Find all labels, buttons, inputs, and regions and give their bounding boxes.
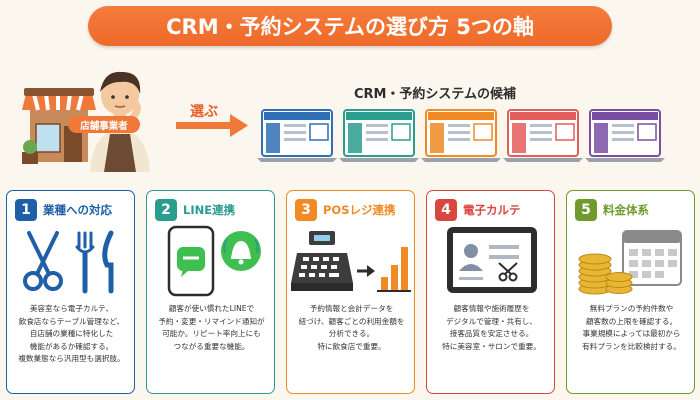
card-text: 顧客が使い慣れたLINEで予約・変更・リマインド通知が可能か。リピート率向上にも… bbox=[158, 304, 265, 351]
candidates-title: CRM・予約システムの候補 bbox=[353, 87, 517, 102]
arrow-icon bbox=[176, 114, 248, 137]
card-number: 4 bbox=[435, 199, 457, 221]
card-text: 予約情報と会計データを紐づけ、顧客ごとの利用金額を分析できる。特に飲食店で重要。 bbox=[298, 304, 405, 351]
candidate-laptop-icon bbox=[421, 109, 501, 162]
candidate-laptop-icon bbox=[339, 109, 419, 162]
coins-calendar-icon bbox=[578, 230, 682, 295]
role-badge: 店舗事業者 bbox=[68, 116, 140, 133]
criteria-card: 1 業種への対応 美容室なら電子カルテ、飲食店ならテーブル管理など、自店舗の業種… bbox=[6, 190, 135, 394]
arrow-label: 選ぶ bbox=[190, 104, 218, 120]
card-number: 1 bbox=[15, 199, 37, 221]
criteria-card: 2 LINE連携 顧客が使い慣れたLINEで予約・変更・リマインド通知が可能か。… bbox=[146, 190, 275, 394]
line-chat-bell-icon bbox=[167, 225, 261, 297]
criteria-card: 5 料金体系 無料プランの予約件数や顧客数の上限を確認する。事業規模によっては最… bbox=[566, 190, 695, 394]
card-number: 2 bbox=[155, 199, 177, 221]
card-text: 顧客情報や施術履歴をデジタルで管理・共有し、接客品質を安定させる。特に美容室・サ… bbox=[442, 304, 541, 351]
criteria-card: 4 電子カルテ 顧客情報や施術履歴をデジタルで管理・共有し、接客品質を安定させる… bbox=[426, 190, 555, 394]
candidate-laptop-icon bbox=[503, 109, 583, 162]
page-title: CRM・予約システムの選び方 5つの軸 bbox=[88, 6, 612, 46]
card-title: 業種への対応 bbox=[43, 203, 112, 217]
criteria-card: 3 POSレジ連携 予約情報と会計データを紐づけ、顧客ごとの利用金額を分析できる… bbox=[286, 190, 415, 394]
scene-illustration bbox=[22, 71, 665, 172]
shop-icon bbox=[22, 88, 96, 164]
candidate-laptop-icon bbox=[257, 109, 337, 162]
criteria-cards: 1 業種への対応 美容室なら電子カルテ、飲食店ならテーブル管理など、自店舗の業種… bbox=[6, 190, 695, 394]
candidate-laptop-icon bbox=[585, 109, 665, 162]
card-title: 電子カルテ bbox=[463, 203, 521, 217]
card-number: 3 bbox=[295, 199, 317, 221]
pos-register-icon bbox=[291, 231, 411, 292]
scissors-fork-knife-icon bbox=[23, 230, 114, 294]
card-title: LINE連携 bbox=[183, 203, 236, 217]
card-title: POSレジ連携 bbox=[323, 203, 396, 217]
card-text: 美容室なら電子カルテ、飲食店ならテーブル管理など、自店舗の業種に特化した機能があ… bbox=[18, 304, 125, 364]
card-text: 無料プランの予約件数や顧客数の上限を確認する。事業規模によっては最初から有料プラ… bbox=[582, 304, 681, 351]
card-title: 料金体系 bbox=[603, 203, 649, 217]
tablet-record-icon bbox=[447, 227, 537, 293]
card-number: 5 bbox=[575, 199, 597, 221]
